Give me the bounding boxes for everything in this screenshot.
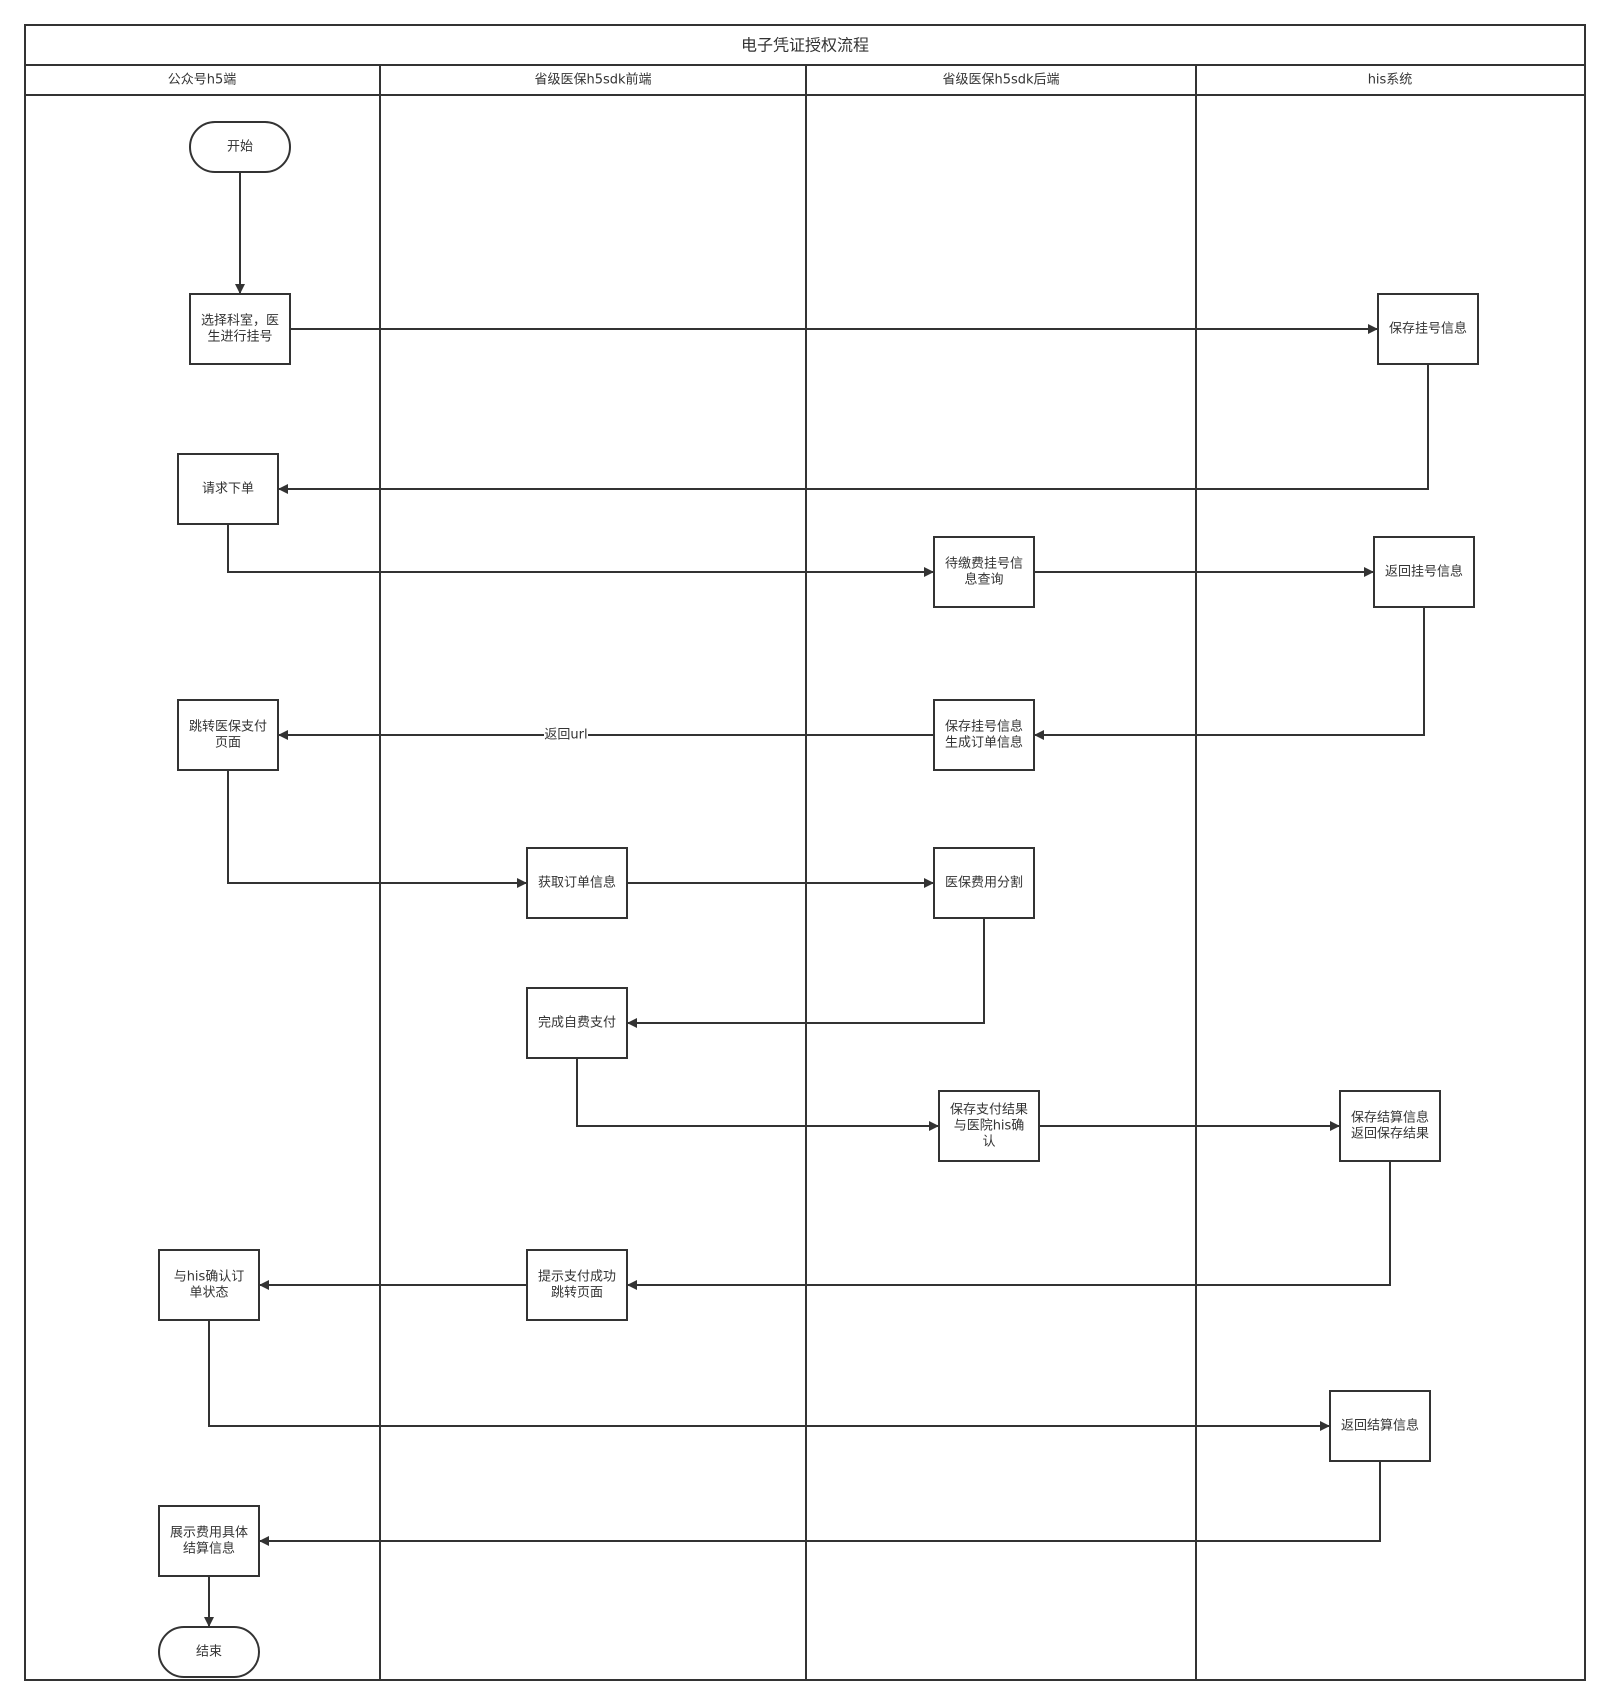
process-box bbox=[189, 293, 291, 365]
node-order: 请求下单 bbox=[177, 453, 279, 525]
terminal-shape bbox=[158, 1626, 260, 1678]
lane-label-h5: 公众号h5端 bbox=[168, 73, 237, 88]
node-label-line: 保存结算信息 bbox=[1351, 1110, 1429, 1126]
node-label-line: 医保费用分割 bbox=[945, 875, 1023, 891]
process-box bbox=[933, 847, 1035, 919]
node-label-line: 息查询 bbox=[964, 572, 1003, 588]
process-box bbox=[1339, 1090, 1441, 1162]
edge-order-to-query bbox=[227, 524, 934, 577]
node-label-line: 认 bbox=[982, 1135, 995, 1150]
process-box bbox=[177, 453, 279, 525]
process-box bbox=[938, 1090, 1040, 1162]
node-label-line: 与his确认订 bbox=[174, 1270, 245, 1285]
edge-jump-to-getOrder bbox=[227, 770, 527, 888]
node-start: 开始 bbox=[189, 121, 291, 173]
node-label-line: 页面 bbox=[215, 736, 241, 751]
node-label-line: 跳转页面 bbox=[551, 1286, 603, 1301]
node-split: 医保费用分割 bbox=[933, 847, 1035, 919]
process-box bbox=[933, 699, 1035, 771]
edge-saveReg-to-order bbox=[278, 364, 1429, 494]
edge-label: 返回url bbox=[544, 728, 587, 743]
node-label-line: 开始 bbox=[227, 140, 253, 155]
node-label-line: 保存支付结果 bbox=[950, 1103, 1028, 1118]
node-retReg: 返回挂号信息 bbox=[1373, 536, 1475, 608]
node-label-line: 保存挂号信息 bbox=[945, 719, 1023, 735]
diagram-title: 电子凭证授权流程 bbox=[741, 36, 869, 55]
process-box bbox=[177, 699, 279, 771]
node-label-line: 获取订单信息 bbox=[538, 875, 616, 891]
process-box bbox=[158, 1505, 260, 1577]
terminal-shape bbox=[189, 121, 291, 173]
lane-label-frontend: 省级医保h5sdk前端 bbox=[534, 72, 651, 88]
edges-layer: 返回url bbox=[204, 172, 1429, 1627]
edge-label-background bbox=[544, 726, 588, 744]
node-end: 结束 bbox=[158, 1626, 260, 1678]
node-retSettle: 返回结算信息 bbox=[1329, 1390, 1431, 1462]
edge-confirm-to-retSettle bbox=[208, 1320, 1330, 1431]
node-label-line: 待缴费挂号信 bbox=[945, 557, 1023, 572]
node-label-line: 完成自费支付 bbox=[538, 1016, 616, 1031]
edge-split-to-selfpay bbox=[627, 918, 985, 1028]
process-box bbox=[1377, 293, 1479, 365]
edge-retSettle-to-show bbox=[259, 1461, 1381, 1546]
node-label-line: 生进行挂号 bbox=[207, 330, 272, 345]
node-label-line: 生成订单信息 bbox=[945, 735, 1023, 751]
node-label-line: 返回结算信息 bbox=[1341, 1418, 1419, 1434]
node-label-line: 跳转医保支付 bbox=[189, 720, 267, 735]
node-label-line: 结算信息 bbox=[183, 1541, 235, 1557]
node-label-line: 与医院his确 bbox=[954, 1119, 1025, 1134]
node-label-line: 返回挂号信息 bbox=[1385, 564, 1463, 580]
node-getOrder: 获取订单信息 bbox=[526, 847, 628, 919]
edge-saveSettle-to-tip bbox=[627, 1161, 1391, 1290]
process-box bbox=[158, 1249, 260, 1321]
node-label-line: 返回保存结果 bbox=[1351, 1127, 1429, 1142]
process-box bbox=[1373, 536, 1475, 608]
process-box bbox=[933, 536, 1035, 608]
node-selfpay: 完成自费支付 bbox=[526, 987, 628, 1059]
process-box bbox=[526, 1249, 628, 1321]
node-label-line: 提示支付成功 bbox=[538, 1269, 616, 1285]
process-box bbox=[526, 987, 628, 1059]
node-label-line: 结束 bbox=[196, 1645, 222, 1660]
edge-retReg-to-saveOrder bbox=[1034, 607, 1425, 740]
lane-label-backend: 省级医保h5sdk后端 bbox=[942, 73, 1059, 88]
node-label-line: 保存挂号信息 bbox=[1389, 321, 1467, 337]
nodes-layer: 开始选择科室，医生进行挂号保存挂号信息请求下单待缴费挂号信息查询返回挂号信息跳转… bbox=[158, 121, 1479, 1678]
node-saveReg: 保存挂号信息 bbox=[1377, 293, 1479, 365]
node-label-line: 单状态 bbox=[189, 1286, 228, 1301]
process-box bbox=[526, 847, 628, 919]
edge-selfpay-to-savePay bbox=[576, 1058, 939, 1131]
node-label-line: 选择科室，医 bbox=[201, 313, 279, 329]
node-label-line: 请求下单 bbox=[202, 482, 254, 497]
node-label-line: 展示费用具体 bbox=[170, 1526, 248, 1541]
lane-label-his: his系统 bbox=[1368, 73, 1413, 88]
process-box bbox=[1329, 1390, 1431, 1462]
